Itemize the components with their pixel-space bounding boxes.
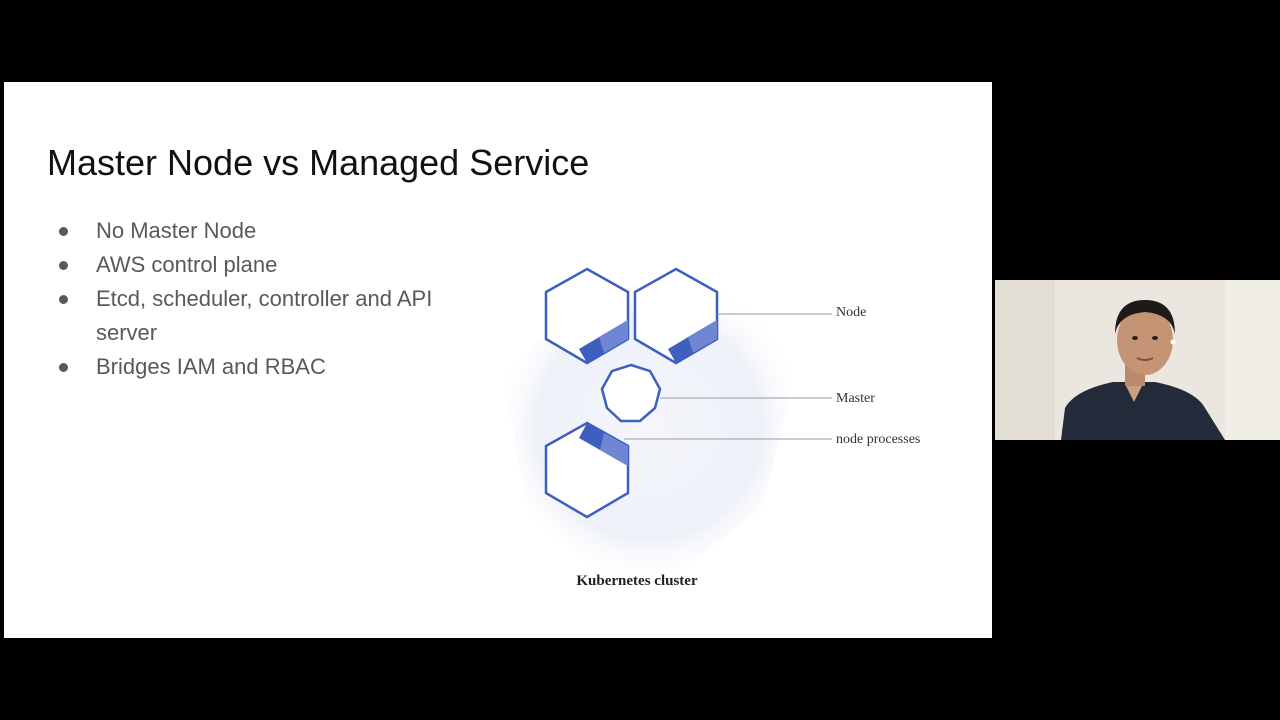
bullet-text: Etcd, scheduler, controller and API serv…	[96, 286, 433, 345]
bullet-text: AWS control plane	[96, 252, 278, 277]
bullet-item: No Master Node	[56, 214, 456, 248]
presenter-webcam	[995, 280, 1280, 440]
master-label: Master	[836, 391, 875, 406]
node-process-tag	[600, 433, 628, 466]
bullet-dot-icon	[59, 227, 68, 236]
presentation-slide: Master Node vs Managed Service No Master…	[4, 82, 992, 638]
node-processes-label: node processes	[836, 432, 920, 447]
presenter-video-icon	[995, 280, 1280, 440]
bullet-dot-icon	[59, 295, 68, 304]
cluster-caption: Kubernetes cluster	[576, 573, 698, 589]
worker-node-hexagon	[544, 267, 630, 365]
slide-title: Master Node vs Managed Service	[47, 142, 590, 183]
bullet-list: No Master Node AWS control plane Etcd, s…	[56, 214, 456, 384]
bullet-dot-icon	[59, 363, 68, 372]
kubernetes-cluster-diagram: Node Master node processes Kubernetes cl…	[503, 267, 920, 589]
bullet-text: Bridges IAM and RBAC	[96, 354, 326, 379]
bullet-dot-icon	[59, 261, 68, 270]
node-process-tag	[599, 320, 628, 353]
bullet-item: Etcd, scheduler, controller and API serv…	[56, 282, 456, 350]
worker-node-hexagon	[544, 421, 630, 519]
bullet-item: AWS control plane	[56, 248, 456, 282]
bullet-item: Bridges IAM and RBAC	[56, 350, 456, 384]
worker-node-hexagon	[633, 267, 719, 365]
node-label: Node	[836, 305, 866, 320]
master-node-heptagon	[600, 363, 662, 423]
bullet-text: No Master Node	[96, 218, 257, 243]
node-process-tag	[688, 320, 717, 353]
